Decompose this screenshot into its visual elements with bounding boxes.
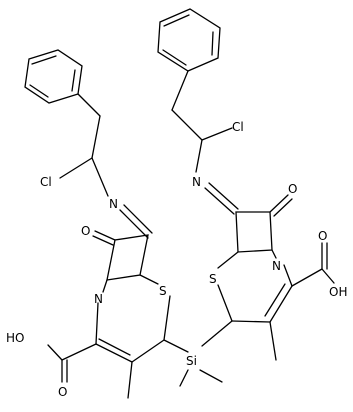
left-methyl-bond bbox=[127, 361, 133, 399]
left-ring-c-c-double-b bbox=[98, 338, 131, 356]
right-phenyl-double-2 bbox=[211, 31, 214, 56]
left-ring-nitrogen-label: N bbox=[94, 292, 103, 306]
right-ring-s-c bbox=[217, 284, 233, 322]
right-ccl-bond bbox=[201, 127, 233, 141]
left-imine-bond-a bbox=[123, 204, 153, 234]
right-ch2-bond bbox=[171, 109, 203, 141]
left-ring-sulfur-label: S bbox=[159, 284, 167, 298]
left-phenyl-double-2 bbox=[71, 69, 76, 92]
left-cn-bond bbox=[91, 157, 109, 197]
right-carboxyl-oh-bond bbox=[321, 268, 335, 284]
right-ring-c-n bbox=[283, 264, 293, 287]
left-lactam-n bbox=[102, 279, 108, 293]
atom-labels: Cl N O N S HO O Si Cl N O N S OH O bbox=[6, 120, 347, 399]
left-ring-c-c-double-a bbox=[95, 343, 133, 363]
left-benzyl-bond bbox=[77, 93, 101, 117]
left-chlorine-label: Cl bbox=[40, 175, 52, 189]
right-phenyl-double-1 bbox=[163, 14, 190, 27]
right-ring-c-c bbox=[231, 320, 271, 323]
silicon-label: Si bbox=[186, 354, 197, 368]
left-hydroxyl-label: HO bbox=[6, 331, 24, 345]
right-benzyl-bond bbox=[171, 70, 189, 111]
left-ring-c-n bbox=[95, 302, 99, 345]
left-acid-oxygen-label: O bbox=[58, 385, 67, 399]
si-methyl-bond-2 bbox=[199, 369, 223, 383]
right-lactam-ring bbox=[235, 211, 273, 253]
right-imine-bond-b bbox=[208, 182, 239, 210]
right-phenyl-ring bbox=[157, 8, 221, 72]
bonds bbox=[24, 8, 335, 399]
left-carboxyl-bond bbox=[61, 343, 97, 361]
left-ketone-bond-a bbox=[94, 230, 116, 241]
right-imine-bond-a bbox=[204, 187, 235, 215]
left-ccl-bond bbox=[59, 157, 93, 179]
left-imine-bond-b bbox=[119, 209, 149, 239]
si-left-bond bbox=[163, 339, 189, 353]
right-ring-nitrogen-label: N bbox=[272, 259, 281, 273]
right-chlorine-label: Cl bbox=[232, 120, 244, 134]
left-lactam-ring bbox=[106, 234, 149, 281]
left-ketone-oxygen-label: O bbox=[81, 224, 90, 238]
right-cn-bond bbox=[195, 139, 203, 173]
right-ketone-bond-b bbox=[273, 198, 293, 217]
right-acid-oxygen-label: O bbox=[318, 229, 327, 243]
left-ring-s-c bbox=[163, 295, 171, 341]
right-carboxyl-bond bbox=[291, 268, 323, 287]
right-ketone-oxygen-label: O bbox=[288, 182, 297, 196]
left-ch2-bond bbox=[91, 115, 101, 159]
right-imine-nitrogen-label: N bbox=[192, 175, 201, 189]
left-ring-c-s bbox=[139, 274, 159, 285]
right-ketone-bond-a bbox=[269, 194, 289, 213]
right-lactam-n bbox=[271, 249, 277, 259]
right-hydroxyl-label: OH bbox=[329, 285, 347, 299]
left-carboxyl-oh-bond bbox=[47, 344, 63, 361]
left-ketone-bond-b bbox=[92, 235, 114, 246]
right-phenyl-double-3 bbox=[162, 49, 187, 66]
right-ring-c-c-double-b bbox=[264, 283, 286, 317]
left-phenyl-double-3 bbox=[29, 84, 49, 98]
si-methyl-bond-1 bbox=[179, 369, 189, 387]
right-ring-c-s bbox=[217, 251, 239, 269]
left-phenyl-double-1 bbox=[31, 55, 57, 65]
right-ring-sulfur-label: S bbox=[209, 272, 217, 286]
si-right-bond bbox=[201, 320, 233, 347]
right-ring-c-c-double-a bbox=[269, 285, 293, 323]
left-ring-c-c bbox=[131, 339, 165, 363]
left-imine-nitrogen-label: N bbox=[109, 197, 118, 211]
right-methyl-bond bbox=[269, 321, 277, 361]
